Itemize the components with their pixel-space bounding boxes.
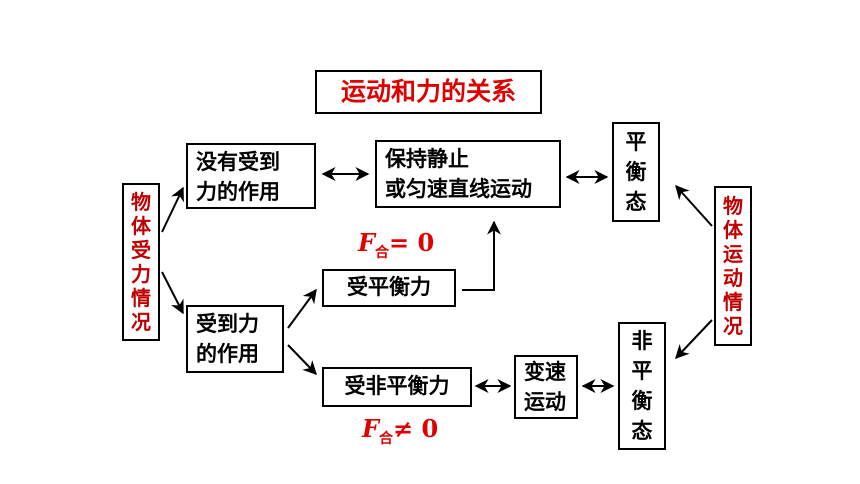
- equilibrium-char: 平: [625, 130, 647, 154]
- non-equilibrium-char: 衡: [631, 389, 653, 413]
- stay-state-line-2: 或匀速直线运动: [385, 177, 532, 201]
- right-label-char: 物: [723, 194, 743, 218]
- formula-relation: = 0: [389, 228, 435, 257]
- arrow-right-to-equilibrium: [675, 184, 713, 227]
- equilibrium-char: 衡: [625, 160, 647, 184]
- formula-subscript: 合: [379, 431, 394, 447]
- non-equilibrium-char: 非: [631, 329, 653, 353]
- arrow-balanced-to-stay: [462, 220, 501, 291]
- formula-net-force-zero: F合= 0: [358, 228, 435, 261]
- arrow-left-to-with-force: [161, 271, 184, 315]
- object-motion-condition-label: 物 体 运 动 情 况: [714, 186, 752, 346]
- right-label-char: 运: [723, 242, 743, 266]
- right-label-char: 体: [723, 218, 743, 242]
- arrow-right-to-nonequilibrium: [675, 319, 713, 360]
- formula-symbol: F: [358, 228, 376, 257]
- with-force-box: 受到力 的作用: [186, 305, 284, 373]
- left-label-char: 受: [131, 238, 151, 262]
- arrow-with-force-unbalanced: [287, 344, 317, 376]
- stay-still-or-uniform-motion-box: 保持静止 或匀速直线运动: [375, 140, 561, 208]
- unbalanced-force-box: 受非平衡力: [322, 367, 472, 407]
- right-label-char: 况: [723, 314, 743, 338]
- stay-state-line-1: 保持静止: [385, 147, 469, 171]
- formula-net-force-nonzero: F合≠ 0: [362, 414, 439, 447]
- left-label-char: 况: [131, 310, 151, 334]
- balanced-force-box: 受平衡力: [322, 269, 456, 307]
- changing-motion-line-2: 运动: [524, 390, 566, 414]
- equilibrium-state-box: 平 衡 态: [612, 122, 660, 222]
- with-force-line-2: 的作用: [196, 342, 259, 366]
- right-label-char: 情: [723, 290, 743, 314]
- formula-symbol: F: [362, 414, 380, 443]
- equilibrium-char: 态: [625, 190, 647, 214]
- left-label-char: 体: [131, 214, 151, 238]
- no-force-line-2: 力的作用: [196, 180, 280, 204]
- object-force-condition-label: 物 体 受 力 情 况: [122, 183, 160, 341]
- right-label-char: 动: [723, 266, 743, 290]
- no-force-line-1: 没有受到: [196, 150, 280, 174]
- left-label-char: 物: [131, 190, 151, 214]
- arrow-with-force-balanced: [287, 288, 317, 329]
- diagram-title: 运动和力的关系: [315, 70, 542, 114]
- balanced-force-label: 受平衡力: [347, 275, 431, 299]
- non-equilibrium-char: 态: [631, 419, 653, 443]
- left-label-char: 力: [131, 262, 151, 286]
- formula-subscript: 合: [375, 245, 390, 261]
- changing-motion-line-1: 变速: [524, 360, 566, 384]
- with-force-line-1: 受到力: [196, 312, 259, 336]
- changing-motion-box: 变速 运动: [514, 355, 578, 419]
- unbalanced-force-label: 受非平衡力: [344, 374, 450, 398]
- no-force-box: 没有受到 力的作用: [186, 143, 316, 209]
- formula-relation: ≠ 0: [393, 414, 439, 443]
- left-label-char: 情: [131, 286, 151, 310]
- non-equilibrium-char: 平: [631, 359, 653, 383]
- arrow-left-to-no-force: [161, 186, 184, 233]
- non-equilibrium-state-box: 非 平 衡 态: [618, 322, 666, 450]
